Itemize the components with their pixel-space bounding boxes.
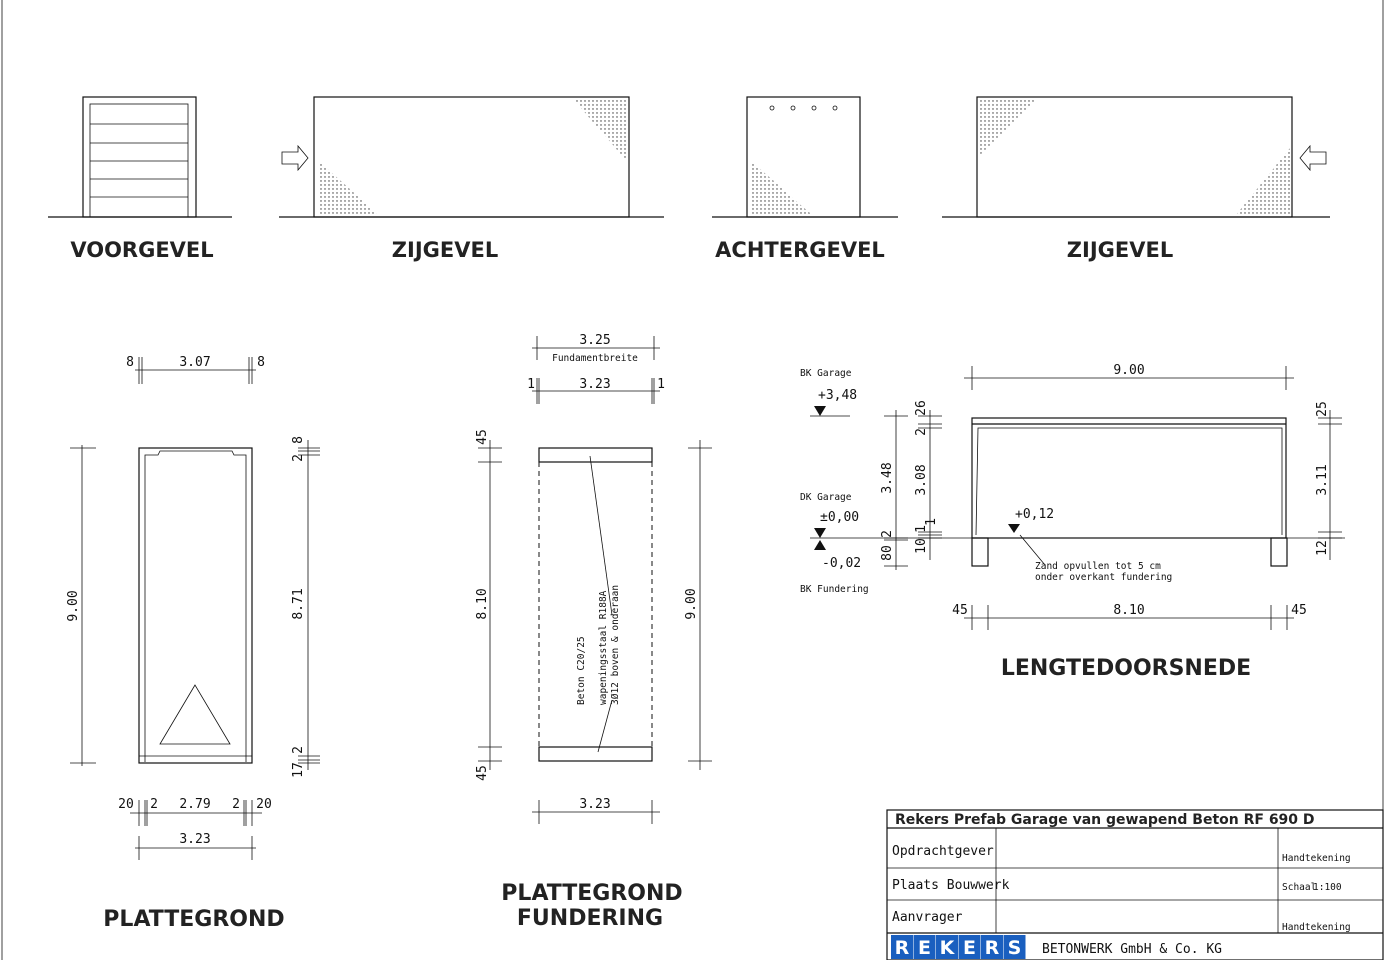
dim-text: 8.71 — [291, 588, 306, 619]
logo-letter: R — [985, 937, 1000, 959]
entry-arrow-icon — [1299, 144, 1327, 172]
dim-text: 1 — [657, 377, 665, 392]
foundation-note: wapeningsstaal R188A — [598, 590, 609, 705]
foundation-title-line2: FUNDERING — [517, 906, 663, 931]
foundation-plan: Beton C20/25 wapeningsstaal R188A 3Ø12 b… — [475, 333, 712, 931]
logo-letter: R — [895, 937, 910, 959]
signature-label: Handtekening — [1282, 922, 1351, 933]
dim-text: 20 — [256, 797, 272, 812]
dim-text: 1 — [914, 525, 929, 533]
dim-text: 8 — [257, 355, 265, 370]
level-label: BK Garage — [800, 368, 852, 379]
dim-text: Fundamentbreite — [552, 353, 638, 364]
dim-text: 2 — [150, 797, 158, 812]
dim-text: 8.10 — [1113, 603, 1144, 618]
logo-letter-box — [913, 935, 936, 959]
dim-text: 3.23 — [179, 832, 210, 847]
logo-letter: K — [940, 937, 956, 959]
company-name: BETONWERK GmbH & Co. KG — [1042, 942, 1222, 957]
dim-text: 26 — [914, 400, 929, 416]
dim-text: 80 — [880, 545, 895, 561]
foundation-title-line1: PLATTEGROND — [501, 881, 682, 906]
dim-text: 2 — [880, 530, 895, 538]
level-marker-icon — [1008, 524, 1020, 533]
dim-text: 9.00 — [66, 590, 81, 621]
dim-text: 3.08 — [914, 464, 929, 495]
dim-text: 1 — [924, 518, 939, 526]
level-value: ±0,00 — [820, 510, 859, 525]
section-title: LENGTEDOORSNEDE — [1001, 656, 1251, 681]
dim-text: 45 — [1291, 603, 1307, 618]
field-label-location: Plaats Bouwwerk — [892, 878, 1010, 893]
side-elevation-right-title: ZIJGEVEL — [1067, 238, 1173, 262]
logo-letter: E — [918, 937, 931, 959]
elevation-side-right: ZIJGEVEL — [942, 96, 1330, 262]
dim-text: 3.07 — [179, 355, 210, 370]
title-block: Rekers Prefab Garage van gewapend Beton … — [886, 809, 1384, 960]
floor-plan: 8 3.07 8 9.00 2 8 8.71 17 2 20 2 2.79 2 … — [66, 355, 320, 932]
foundation-note: 3Ø12 boven & onderaan — [610, 585, 621, 705]
level-value: +0,12 — [1015, 507, 1054, 522]
foundation-note: Beton C20/25 — [576, 636, 587, 705]
dim-text: 10 — [914, 538, 929, 554]
dim-text: 8.10 — [475, 588, 490, 619]
dim-text: 3.11 — [1315, 464, 1330, 495]
dim-text: 2 — [291, 746, 306, 754]
elevation-front: VOORGEVEL — [48, 96, 232, 262]
dim-text: 45 — [475, 429, 490, 445]
dim-text: 3.25 — [579, 333, 610, 348]
level-label: BK Fundering — [800, 584, 869, 595]
dim-text: 9.00 — [1113, 363, 1144, 378]
dim-text: 25 — [1315, 401, 1330, 417]
product-title: Rekers Prefab Garage van gewapend Beton … — [895, 812, 1315, 828]
rear-elevation-title: ACHTERGEVEL — [715, 238, 885, 262]
dim-text: 3.23 — [579, 797, 610, 812]
dim-text: 9.00 — [684, 588, 699, 619]
level-value: -0,02 — [822, 556, 861, 571]
level-marker-icon — [814, 540, 826, 550]
dim-text: 45 — [952, 603, 968, 618]
elevation-rear: ACHTERGEVEL — [712, 96, 898, 262]
logo-letter-box — [891, 935, 913, 959]
longitudinal-section: BK Garage +3,48 DK Garage ±0,00 -0,02 BK… — [800, 363, 1345, 681]
entry-direction-icon — [159, 684, 231, 745]
dim-text: 2 — [914, 428, 929, 436]
level-value: +3,48 — [818, 388, 857, 403]
dim-text: 2 — [232, 797, 240, 812]
section-note: Zand opvullen tot 5 cm — [1035, 561, 1161, 572]
side-elevation-left-title: ZIJGEVEL — [392, 238, 498, 262]
dim-text: 3.23 — [579, 377, 610, 392]
logo-letter-box — [981, 935, 1003, 959]
dim-text: 8 — [126, 355, 134, 370]
logo-letter-box — [936, 935, 958, 959]
level-marker-icon — [814, 406, 826, 416]
field-label-client: Opdrachtgever — [892, 844, 994, 859]
logo-letter-box — [958, 935, 981, 959]
section-note: onder overkant fundering — [1035, 572, 1172, 583]
dim-text: 8 — [291, 436, 306, 444]
dim-text: 3.48 — [880, 462, 895, 493]
logo-letter: S — [1008, 937, 1022, 959]
front-elevation-title: VOORGEVEL — [70, 238, 213, 262]
dim-text: 17 — [291, 762, 306, 778]
entry-arrow-icon — [281, 144, 309, 172]
dim-text: 2 — [291, 454, 306, 462]
dim-text: 12 — [1315, 540, 1330, 556]
dim-text: 45 — [475, 765, 490, 781]
logo-letter: E — [963, 937, 976, 959]
logo-letter-box — [1003, 935, 1026, 959]
scale-label: Schaal — [1282, 882, 1316, 893]
field-label-applicant: Aanvrager — [892, 910, 963, 925]
elevation-side-left: ZIJGEVEL — [279, 96, 664, 262]
floor-plan-title: PLATTEGROND — [103, 907, 284, 932]
level-marker-icon — [814, 528, 826, 538]
signature-label: Handtekening — [1282, 853, 1351, 864]
dim-text: 1 — [527, 377, 535, 392]
dim-text: 2.79 — [179, 797, 210, 812]
scale-value: 1:100 — [1313, 882, 1342, 893]
level-label: DK Garage — [800, 492, 852, 503]
dim-text: 20 — [118, 797, 134, 812]
